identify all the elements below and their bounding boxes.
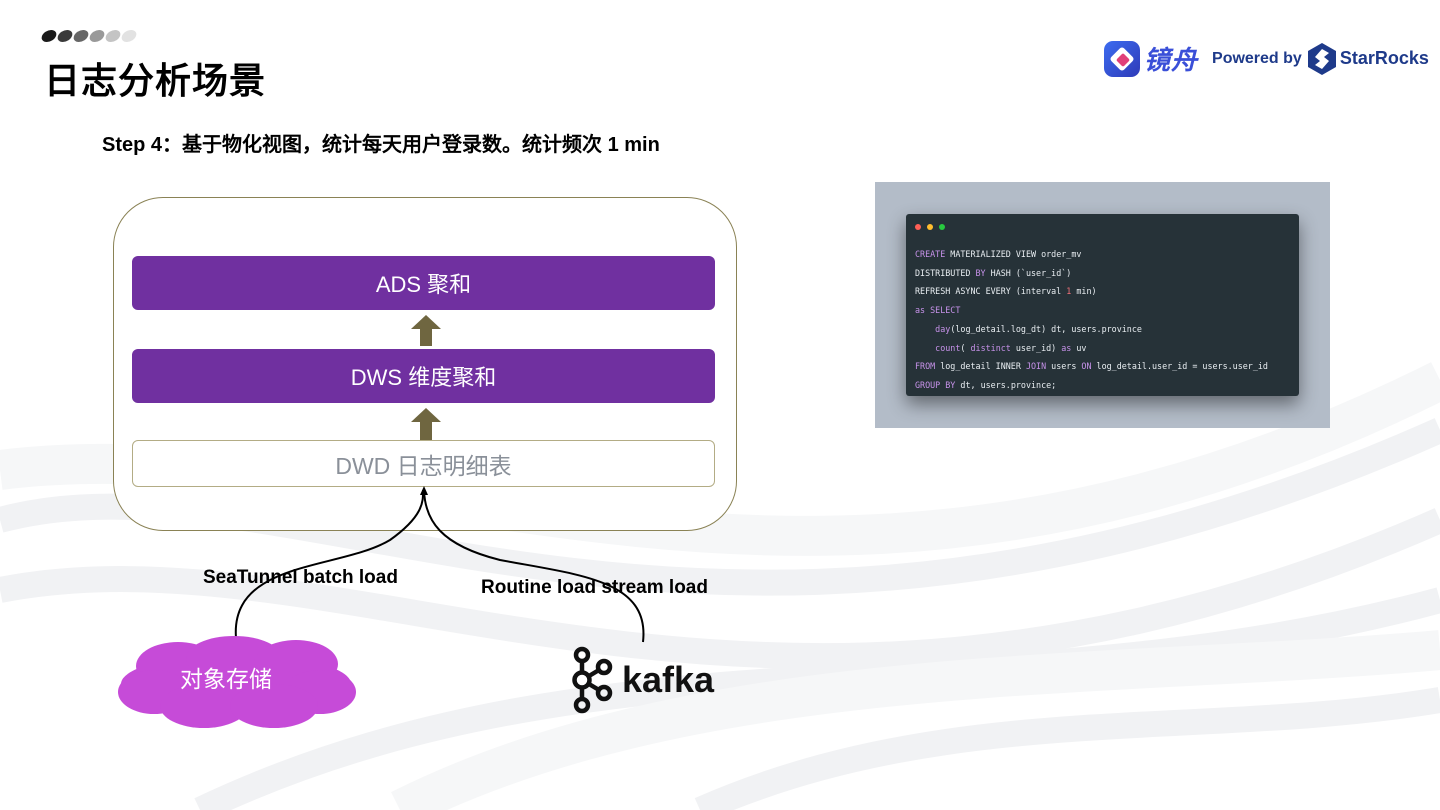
code-line: REFRESH ASYNC EVERY (interval 1 min) — [915, 286, 1097, 297]
layer-ads: ADS 聚和 — [132, 256, 715, 310]
page-title: 日志分析场景 — [44, 60, 267, 101]
kafka-logo: kafka — [570, 646, 714, 714]
code-line: day(log_detail.log_dt) dt, users.provinc… — [935, 323, 1142, 334]
window-minimize-dot — [927, 224, 933, 230]
step-description: Step 4：基于物化视图，统计每天用户登录数。统计频次 1 min — [102, 134, 660, 156]
powered-by-text: Powered by — [1212, 49, 1302, 67]
stream-load-label: Routine load stream load — [481, 577, 708, 598]
brand-logos: 镜舟 Powered by StarRocks — [1104, 40, 1429, 77]
code-line: GROUP BY dt, users.province; — [915, 379, 1057, 390]
layer-dwd: DWD 日志明细表 — [132, 440, 715, 487]
kafka-icon — [572, 646, 613, 714]
kafka-label: kafka — [622, 659, 715, 700]
window-close-dot — [915, 224, 921, 230]
code-line: CREATE MATERIALIZED VIEW order_mv — [915, 249, 1082, 259]
code-line: count( distinct user_id) as uv — [935, 342, 1087, 353]
window-maximize-dot — [939, 224, 945, 230]
decorative-dots — [39, 30, 139, 42]
code-line: FROM log_detail INNER JOIN users ON log_… — [915, 361, 1268, 372]
code-line: DISTRIBUTED BY HASH (`user_id`) — [915, 267, 1072, 278]
starrocks-logo-icon — [1307, 42, 1336, 75]
batch-load-label: SeaTunnel batch load — [203, 567, 398, 588]
object-storage-label: 对象存储 — [180, 666, 272, 692]
jingzhou-logo-icon — [1104, 40, 1140, 77]
jingzhou-logo-text: 镜舟 — [1144, 45, 1199, 75]
code-line: as SELECT — [915, 305, 961, 316]
layer-dws: DWS 维度聚和 — [132, 349, 715, 403]
starrocks-logo-text: StarRocks — [1339, 48, 1429, 68]
object-storage-cloud — [118, 636, 356, 728]
